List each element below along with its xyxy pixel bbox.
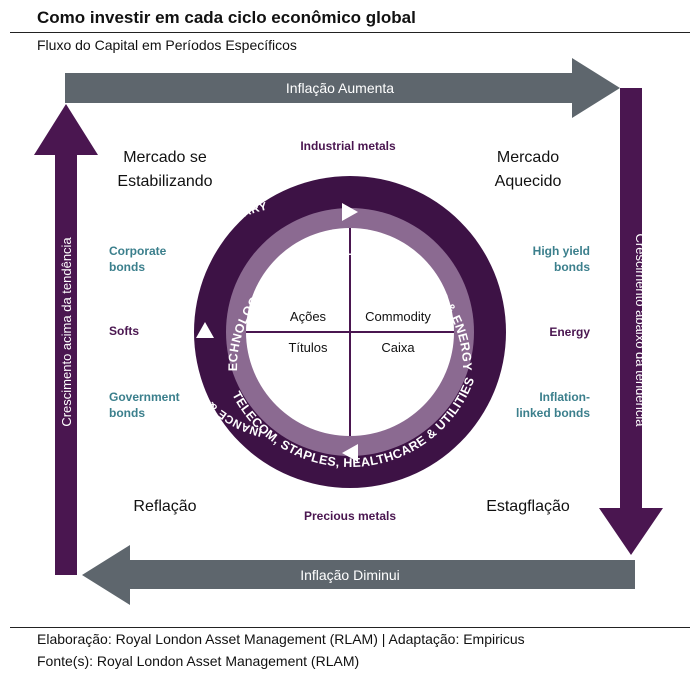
page-title: Como investir em cada ciclo econômico gl… [37,8,416,27]
asset-corporate-bonds-line2: bonds [109,260,145,274]
cycle-arrow-bottom-icon [342,444,358,462]
quadrant-stagflation: Estagflação [486,498,570,515]
asset-industrial-metals: Industrial metals [300,139,396,153]
quadrant-stabilizing-line1: Mercado se [123,149,207,166]
asset-inflation-linked-bonds-line2: linked bonds [516,406,590,420]
quadrant-reflation: Reflação [133,498,196,515]
asset-energy: Energy [549,325,590,339]
center-stocks: Ações [290,309,327,324]
quadrant-heated-line1: Mercado [497,149,559,166]
asset-high-yield-bonds-line2: bonds [554,260,590,274]
asset-corporate-bonds-line1: Corporate [109,244,167,258]
asset-government-bonds-line2: bonds [109,406,145,420]
page-subtitle: Fluxo do Capital em Períodos Específicos [37,37,297,53]
growth-below-trend-arrow: Crescimento abaixo da tendência [599,88,663,555]
inflation-falls-label: Inflação Diminui [300,567,400,583]
cycle-arrow-left-icon [196,322,214,338]
footer-credit: Elaboração: Royal London Asset Managemen… [37,631,525,647]
footer-divider [10,627,690,628]
quadrant-stabilizing-line2: Estabilizando [117,173,212,190]
asset-government-bonds-line1: Government [109,390,180,404]
quadrant-heated-line2: Aquecido [495,173,562,190]
center-cash: Caixa [381,340,415,355]
asset-high-yield-bonds-line1: High yield [533,244,590,258]
cycle-arrow-right-icon [483,322,501,338]
asset-precious-metals: Precious metals [304,509,396,523]
asset-softs: Softs [109,324,139,338]
footer-source: Fonte(s): Royal London Asset Management … [37,653,360,669]
inflation-rises-arrow: Inflação Aumenta [65,58,620,118]
asset-inflation-linked-bonds-line1: Inflation- [539,390,590,404]
inflation-rises-label: Inflação Aumenta [286,80,394,96]
growth-below-trend-label: Crescimento abaixo da tendência [633,234,648,428]
cycle-arrow-top-icon [342,203,358,221]
inflation-falls-arrow: Inflação Diminui [82,545,635,605]
center-commodity: Commodity [365,309,431,324]
growth-above-trend-label: Crescimento acima da tendência [59,237,74,427]
growth-above-trend-arrow: Crescimento acima da tendência [34,104,98,575]
center-bonds: Títulos [288,340,328,355]
title-divider [10,32,690,33]
